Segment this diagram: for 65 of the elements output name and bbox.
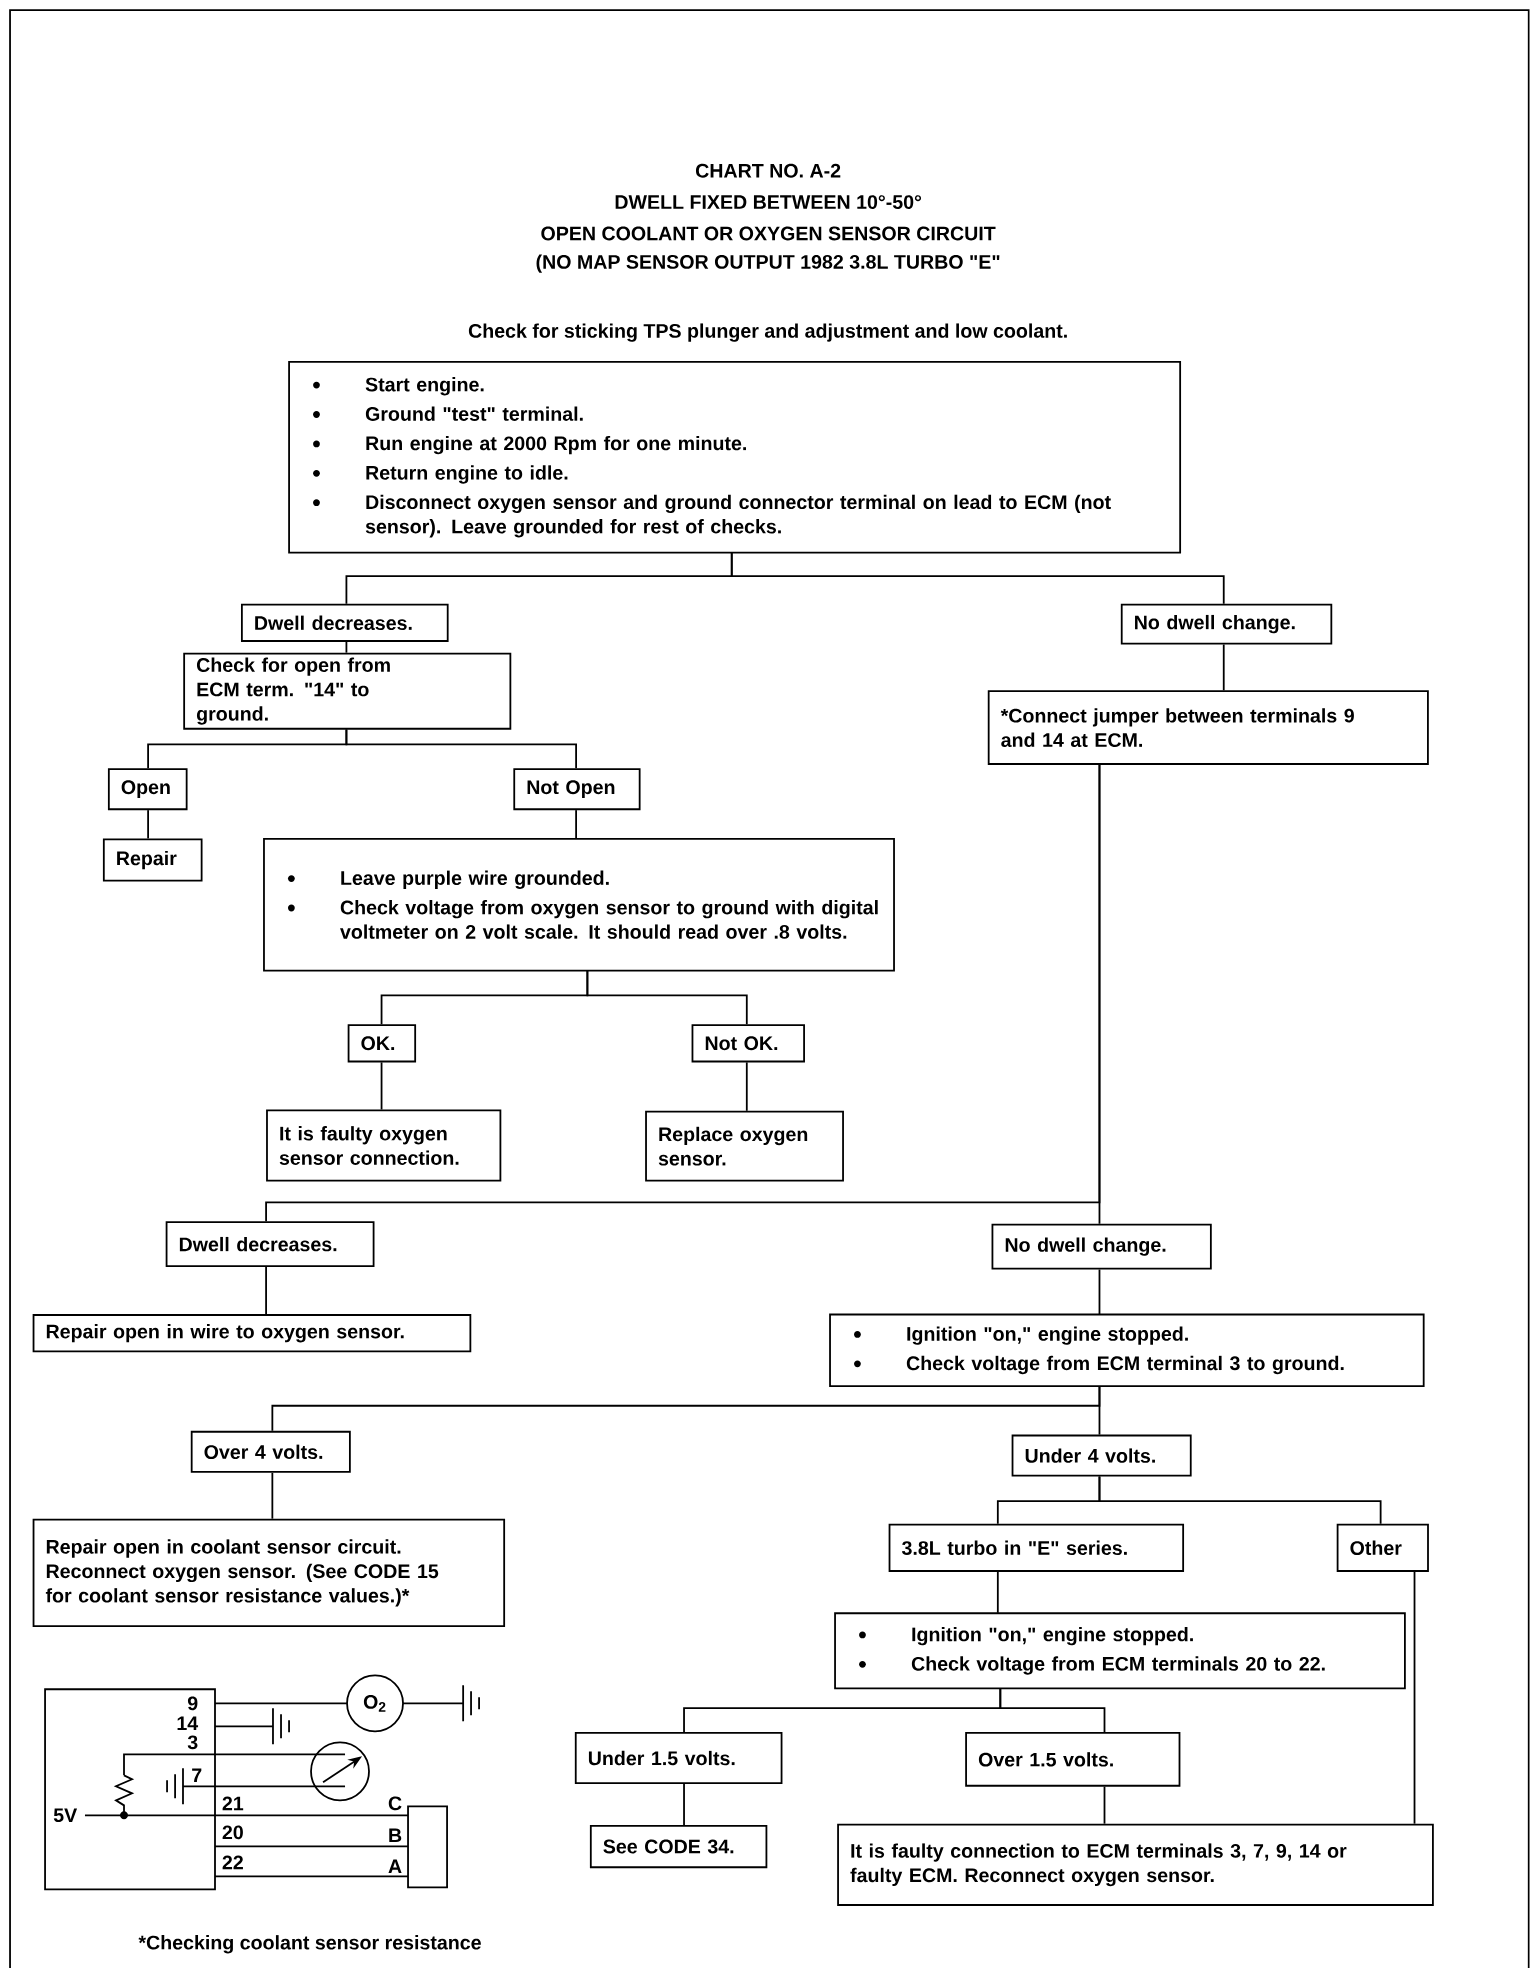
connector-line — [1098, 764, 1101, 1225]
connector-line — [999, 1687, 1106, 1733]
connector-line — [683, 1783, 685, 1826]
step-box: Open — [107, 768, 188, 811]
step-box: No dwell change. — [1120, 603, 1333, 645]
connector-line — [575, 809, 577, 840]
pin-label: 7 — [192, 1768, 202, 1783]
step-box: Over 4 volts. — [190, 1430, 351, 1473]
pin-label: A — [388, 1859, 402, 1874]
connector-line — [265, 1266, 267, 1315]
pin-label: C — [388, 1796, 402, 1811]
instruction-text: Check for sticking TPS plunger and adjustment and low coolant. — [468, 323, 1067, 342]
pin-label: 20 — [222, 1825, 243, 1840]
checklist-box: Ignition "on," engine stopped. Check voltage from ECM terminal 3 to ground. — [829, 1313, 1425, 1387]
connector-line — [1413, 1571, 1416, 1825]
step-box: Not Open — [513, 768, 641, 811]
step-box: Check for open from ECM term. "14" to ground. — [183, 652, 512, 730]
footnote-text: *Checking coolant sensor resistance — [138, 1935, 481, 1954]
connector-line — [586, 970, 748, 1026]
step-box: Repair open in coolant sensor circuit. Reconnect oxygen sensor. (See CODE 15 for coolant sensor resistance values.)* — [32, 1518, 505, 1628]
step-box: It is faulty connection to ECM terminals 3, 7, 9, 14 or faulty ECM. Reconnect oxygen sensor. — [837, 1823, 1434, 1906]
connector-line — [1098, 1475, 1382, 1525]
connector-line — [345, 728, 577, 770]
connector-line — [996, 1571, 999, 1614]
step-box: Over 1.5 volts. — [965, 1732, 1181, 1787]
step-box: Under 4 volts. — [1011, 1434, 1192, 1477]
checklist-box: Leave purple wire grounded. Check voltage from oxygen sensor to ground with digital voltmeter on 2 volt scale. It should read over .8 volts. — [262, 837, 895, 972]
step-box: Repair — [102, 838, 203, 882]
checklist-box: Ignition "on," engine stopped. Check voltage from ECM terminals 20 to 22. — [834, 1612, 1406, 1690]
step-box: Dwell decreases. — [165, 1221, 375, 1268]
step-box: See CODE 34. — [589, 1824, 768, 1869]
voltage-label: 5V — [53, 1808, 77, 1823]
connector-line — [730, 552, 1225, 605]
step-box: Under 1.5 volts. — [574, 1732, 783, 1785]
connector-line — [745, 1061, 748, 1112]
step-box: Repair open in wire to oxygen sensor. — [32, 1314, 472, 1353]
step-box: Other — [1336, 1523, 1429, 1572]
pin-label: 22 — [222, 1855, 243, 1870]
sensor-label: O$_{2}$ — [363, 1695, 386, 1712]
pin-label: B — [389, 1828, 402, 1843]
step-box: 3.8L turbo in "E" series. — [888, 1523, 1184, 1572]
pin-label: 9 — [187, 1696, 198, 1711]
checklist-box: Start engine. Ground "test" terminal. Run engine at 2000 Rpm for one minute. Return engine to idle. Disconnect oxygen sensor and ground connector terminal on lead to ECM (not sensor). Leave grounded for rest of checks. — [288, 361, 1181, 554]
step-box: Not OK. — [691, 1024, 805, 1063]
step-box: It is faulty oxygen sensor connection. — [266, 1109, 502, 1182]
pin-label: 3 — [187, 1735, 198, 1750]
step-box: Dwell decreases. — [240, 603, 449, 642]
step-box: No dwell change. — [991, 1223, 1212, 1270]
chart-subtitle: (NO MAP SENSOR OUTPUT 1982 3.8L TURBO "E" — [536, 254, 1000, 273]
pin-label: 21 — [222, 1796, 244, 1811]
connector-line — [147, 809, 149, 840]
step-box: Replace oxygen sensor. — [645, 1110, 844, 1182]
connector-line — [1103, 1785, 1106, 1825]
connector-line — [380, 1061, 383, 1111]
connector-line — [1098, 1385, 1101, 1436]
connector-line — [1098, 1268, 1101, 1315]
step-box: *Connect jumper between terminals 9 and 14 at ECM. — [987, 690, 1429, 765]
chart-subtitle: DWELL FIXED BETWEEN 10°-50° — [615, 195, 921, 209]
pin-label: 14 — [177, 1716, 198, 1730]
connector-line — [345, 641, 348, 654]
chart-subtitle: OPEN COOLANT OR OXYGEN SENSOR CIRCUIT — [541, 226, 996, 241]
chart-title: CHART NO. A-2 — [695, 163, 841, 178]
connector-line — [271, 1471, 274, 1520]
step-box: OK. — [347, 1024, 416, 1063]
connector-line — [1222, 643, 1225, 692]
